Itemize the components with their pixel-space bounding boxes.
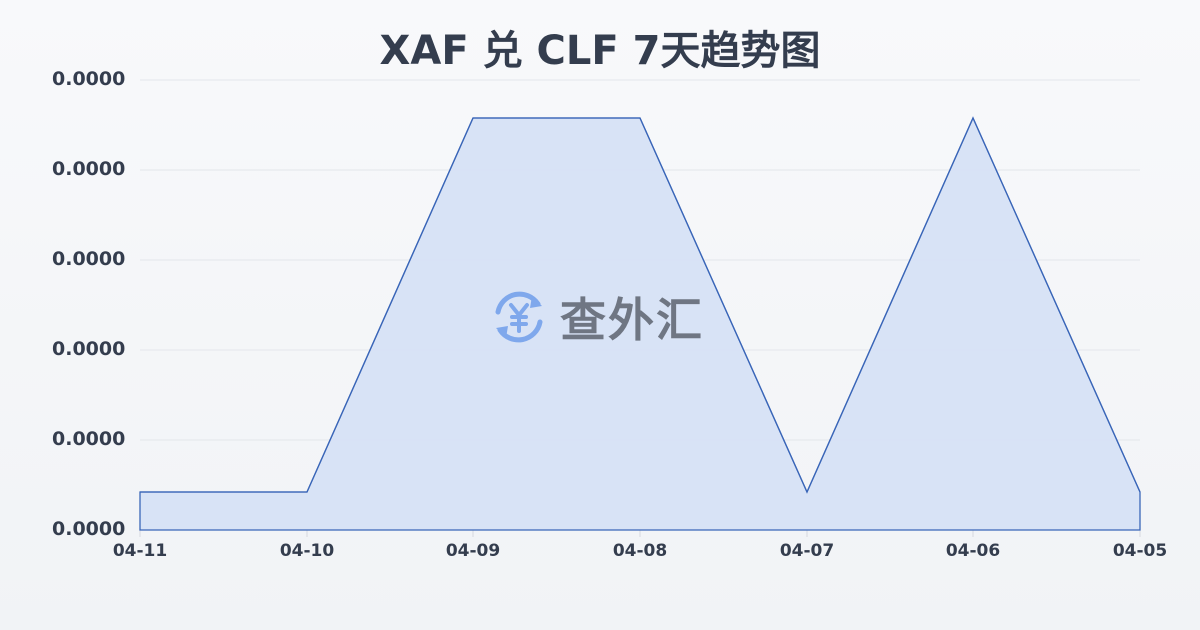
y-tick-label: 0.0000 (52, 158, 126, 180)
x-tick-label: 04-11 (112, 541, 168, 561)
x-tick-label: 04-10 (279, 541, 335, 561)
watermark-text: 查外汇 (560, 293, 704, 347)
x-tick-label: 04-08 (612, 541, 668, 561)
y-tick-label: 0.0000 (52, 248, 126, 270)
trend-line (140, 116, 1141, 494)
x-tick-label: 04-05 (1112, 541, 1168, 561)
x-axis-ticks (139, 530, 1141, 537)
y-tick-label: 0.0000 (52, 518, 126, 540)
watermark-logo: 查外汇 (488, 284, 704, 350)
x-tick-label: 04-09 (445, 541, 501, 561)
y-tick-label: 0.0000 (52, 428, 126, 450)
x-tick-label: 04-06 (945, 541, 1001, 561)
yen-exchange-icon (495, 291, 543, 343)
chart-title: XAF 兑 CLF 7天趋势图 (379, 28, 821, 74)
y-tick-label: 0.0000 (52, 68, 126, 90)
y-tick-label: 0.0000 (52, 338, 126, 360)
x-tick-label: 04-07 (779, 541, 835, 561)
